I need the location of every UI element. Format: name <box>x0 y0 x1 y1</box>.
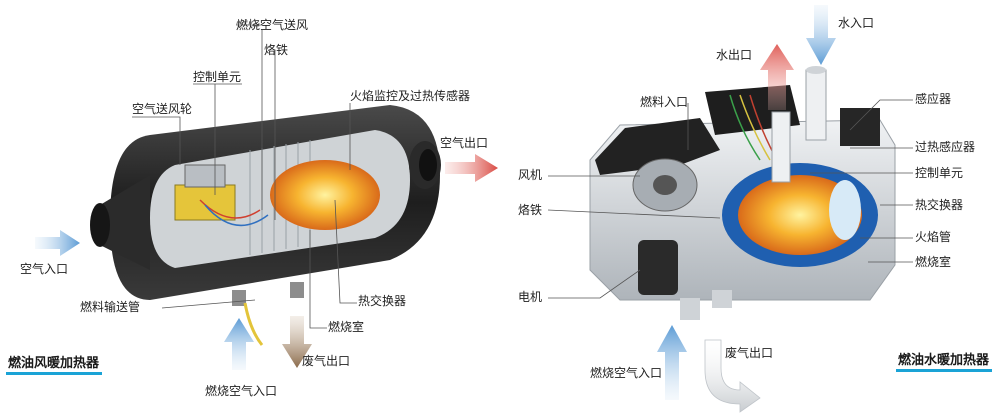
right-leader-lines <box>547 99 913 299</box>
label-air-inlet: 空气入口 <box>20 262 69 276</box>
label-heat-exchanger: 热交换器 <box>358 294 407 308</box>
label-flame-tube: 火焰管 <box>915 230 952 244</box>
left-leader-lines <box>132 24 357 329</box>
air-inlet-arrow <box>35 230 80 256</box>
label-motor: 电机 <box>518 290 543 304</box>
air-heater-illustration <box>90 105 441 346</box>
label-air-outlet: 空气出口 <box>440 136 489 150</box>
label-control-unit-right: 控制单元 <box>915 166 964 180</box>
exhaust-outlet-arrow <box>282 316 312 368</box>
left-title-underline <box>6 372 102 375</box>
label-exhaust-outlet: 废气出口 <box>302 354 351 368</box>
label-air-fan-wheel: 空气送风轮 <box>132 102 193 116</box>
air-outlet-arrow <box>445 154 498 182</box>
label-glow-plug: 烙铁 <box>264 43 289 57</box>
label-fuel-pipe: 燃料输送管 <box>80 300 141 314</box>
label-heat-exchanger-right: 热交换器 <box>915 198 964 212</box>
label-combustion-air-inlet: 燃烧空气入口 <box>205 384 278 398</box>
exhaust-outlet-arrow-right <box>704 339 761 413</box>
right-diagram-title: 燃油水暖加热器 <box>898 353 990 368</box>
label-fuel-inlet: 燃料入口 <box>640 95 689 109</box>
combustion-air-inlet-arrow-right <box>657 325 687 400</box>
label-glow-plug-right: 烙铁 <box>518 203 543 217</box>
label-combustion-chamber-right: 燃烧室 <box>915 255 952 269</box>
label-control-unit: 控制单元 <box>193 70 242 84</box>
label-combustion-chamber: 燃烧室 <box>328 320 365 334</box>
left-diagram-title: 燃油风暖加热器 <box>8 356 100 371</box>
right-title-underline <box>896 369 992 372</box>
label-sensor: 感应器 <box>915 92 952 106</box>
label-water-outlet: 水出口 <box>716 48 753 62</box>
label-combustion-air-inlet-right: 燃烧空气入口 <box>590 366 663 380</box>
label-combustion-air-fan: 燃烧空气送风 <box>236 18 309 32</box>
water-inlet-arrow <box>806 5 836 65</box>
water-outlet-arrow <box>760 44 794 110</box>
combustion-air-inlet-arrow <box>224 318 254 370</box>
label-exhaust-outlet-right: 废气出口 <box>725 346 774 360</box>
label-overheat-sensor: 过热感应器 <box>915 140 976 154</box>
label-water-inlet: 水入口 <box>838 16 875 30</box>
water-heater-illustration <box>589 66 896 320</box>
label-flame-sensor: 火焰监控及过热传感器 <box>350 89 471 103</box>
label-fan: 风机 <box>518 168 543 182</box>
